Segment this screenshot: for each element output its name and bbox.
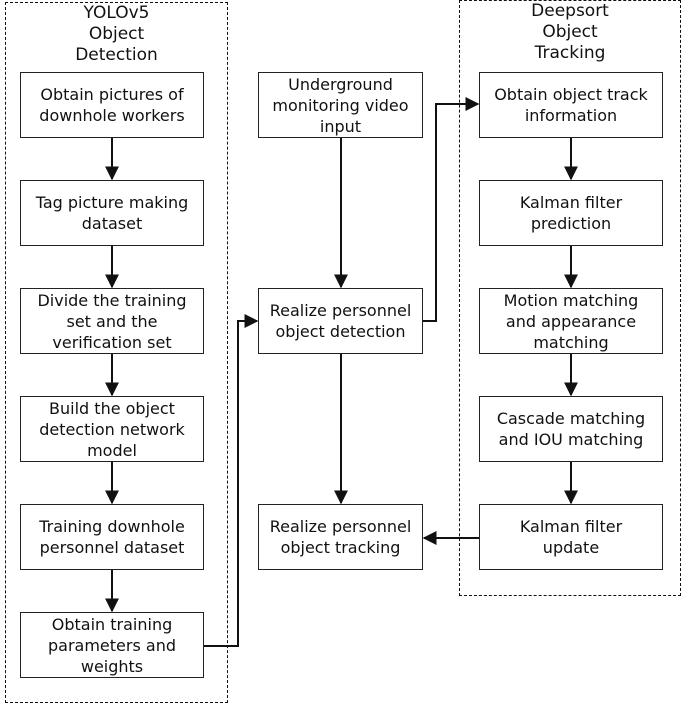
deepsort-group-title: Deepsort Object Tracking <box>531 1 609 63</box>
node-build-model: Build the object detection network model <box>20 396 204 462</box>
node-motion-matching: Motion matching and appearance matching <box>479 288 663 354</box>
node-cascade-matching: Cascade matching and IOU matching <box>479 396 663 462</box>
node-training-dataset: Training downhole personnel dataset <box>20 504 204 570</box>
node-video-input: Underground monitoring video input <box>258 72 423 138</box>
node-track-info: Obtain object track information <box>479 72 663 138</box>
yolov5-group-title: YOLOv5 Object Detection <box>75 3 158 65</box>
deepsort-tracking-group: Deepsort Object Tracking <box>459 0 681 596</box>
node-obtain-params: Obtain training parameters and weights <box>20 612 204 678</box>
node-divide-sets: Divide the training set and the verifica… <box>20 288 204 354</box>
node-realize-tracking: Realize personnel object tracking <box>258 504 423 570</box>
node-kalman-update: Kalman filter update <box>479 504 663 570</box>
node-realize-detection: Realize personnel object detection <box>258 288 423 354</box>
node-obtain-pictures: Obtain pictures of downhole workers <box>20 72 204 138</box>
node-tag-picture: Tag picture making dataset <box>20 180 204 246</box>
node-kalman-predict: Kalman filter prediction <box>479 180 663 246</box>
